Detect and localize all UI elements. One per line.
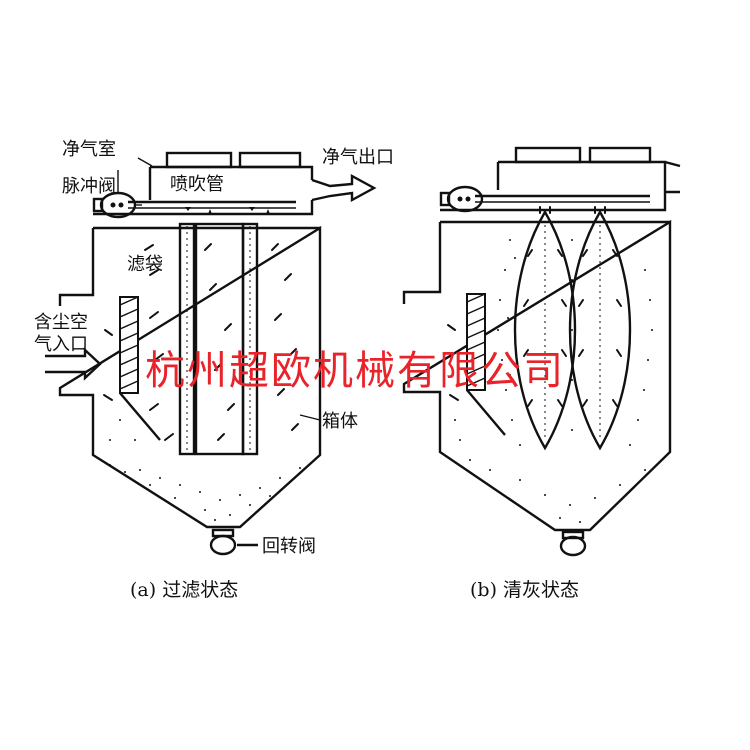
clean-chamber-b bbox=[440, 160, 681, 212]
lid-right-a bbox=[238, 151, 302, 169]
rotary-valve-a bbox=[209, 528, 258, 556]
label-filter-bag: 滤袋 bbox=[127, 254, 163, 275]
panel-cleaning bbox=[402, 146, 681, 557]
inflated-bag-b2 bbox=[568, 209, 632, 451]
housing-a bbox=[58, 225, 322, 529]
label-rotary-valve: 回转阀 bbox=[262, 536, 316, 557]
baffle-a bbox=[119, 296, 139, 394]
pulse-valve-b bbox=[446, 185, 484, 213]
inflated-bag-b1 bbox=[513, 209, 577, 451]
inlet-arrow-a bbox=[45, 347, 102, 381]
lid-left-a bbox=[165, 151, 233, 169]
label-blow-pipe: 喷吹管 bbox=[170, 174, 224, 195]
lid-left-b bbox=[514, 146, 582, 164]
filter-bag-a1 bbox=[178, 222, 196, 456]
label-dusty-inlet-2: 气入口 bbox=[34, 334, 88, 355]
outlet-duct-a bbox=[311, 173, 377, 203]
lid-right-b bbox=[588, 146, 652, 164]
caption-b: (b) 清灰状态 bbox=[470, 579, 579, 601]
clean-chamber-a bbox=[93, 165, 314, 216]
housing-b bbox=[402, 219, 672, 532]
rotary-valve-b bbox=[559, 530, 587, 557]
label-dusty-inlet-1: 含尘空 bbox=[34, 312, 88, 333]
caption-a: (a) 过滤状态 bbox=[130, 579, 238, 601]
panel-filtering bbox=[45, 151, 377, 556]
label-housing: 箱体 bbox=[322, 411, 358, 432]
watermark-text: 杭州超欧机械有限公司 bbox=[145, 348, 565, 394]
label-pulse-valve: 脉冲阀 bbox=[62, 176, 116, 197]
label-clean-chamber: 净气室 bbox=[62, 139, 116, 160]
label-clean-outlet: 净气出口 bbox=[322, 147, 394, 168]
